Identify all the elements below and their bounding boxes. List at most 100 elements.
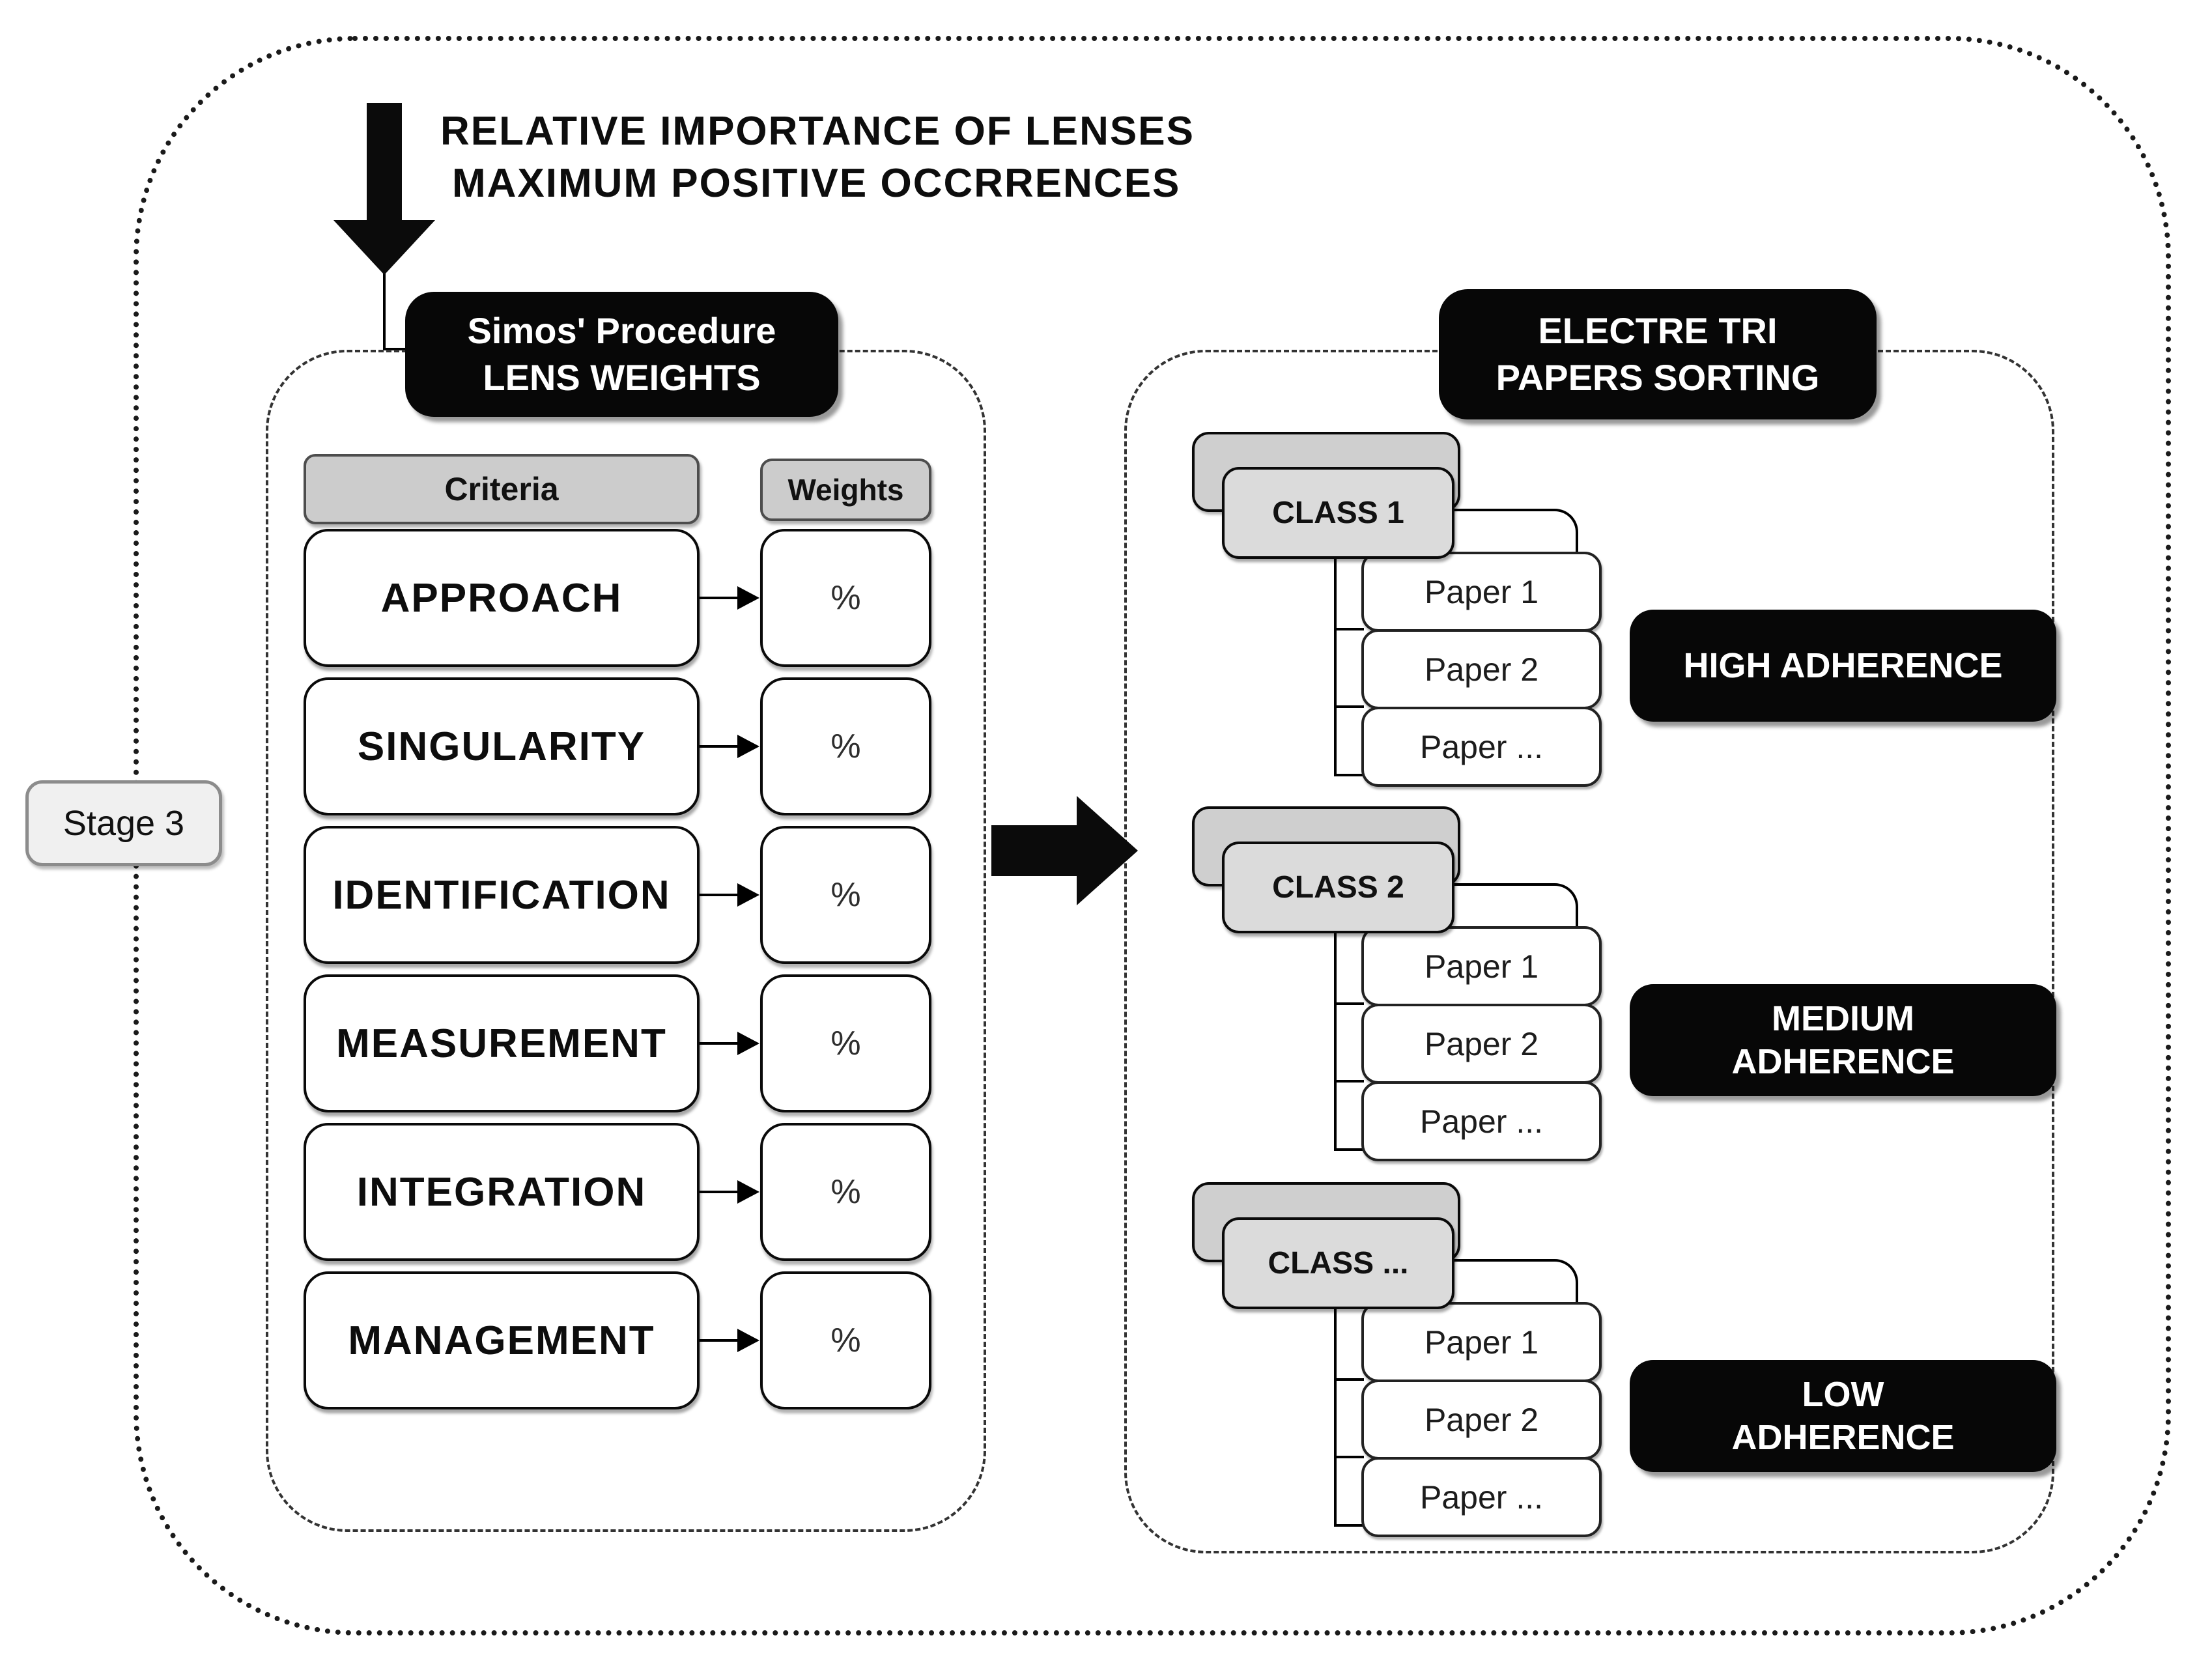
down-arrow-icon — [367, 103, 402, 221]
weight-arrow-head-icon — [737, 1329, 759, 1352]
criterion-box: MEASUREMENT — [304, 974, 700, 1112]
down-arrow-head-icon — [333, 220, 435, 275]
adherence-badge: HIGH ADHERENCE — [1630, 610, 2056, 722]
class-label: CLASS ... — [1268, 1246, 1409, 1281]
weight-arrow-head-icon — [737, 883, 759, 907]
class-group: CLASS 1 Paper 1 Paper 2 Paper ... HIGH A… — [1192, 432, 2071, 806]
paper-label: Paper 2 — [1424, 1401, 1539, 1438]
paper-label: Paper 2 — [1424, 1025, 1539, 1062]
class-card: CLASS 1 — [1222, 467, 1454, 559]
weight-value: % — [830, 876, 861, 914]
papers-connector-line — [1334, 933, 1337, 1151]
weight-arrow-icon — [700, 1191, 741, 1193]
paper-connector-tick — [1334, 1002, 1364, 1005]
criterion-label: SINGULARITY — [357, 724, 646, 769]
paper-connector-tick — [1334, 1456, 1364, 1458]
weight-arrow-icon — [700, 597, 741, 599]
criterion-label: INTEGRATION — [356, 1169, 647, 1215]
adherence-badge: MEDIUM ADHERENCE — [1630, 984, 2056, 1096]
weight-box: % — [760, 1271, 931, 1409]
paper-connector-tick — [1334, 1524, 1364, 1527]
adherence-badge: LOW ADHERENCE — [1630, 1360, 2056, 1472]
criterion-box: IDENTIFICATION — [304, 826, 700, 964]
criterion-label: MANAGEMENT — [348, 1318, 655, 1363]
paper-connector-tick — [1334, 1378, 1364, 1381]
weight-value: % — [830, 728, 861, 765]
paper-box: Paper 2 — [1361, 1004, 1602, 1084]
paper-connector-tick — [1334, 774, 1364, 776]
paper-box: Paper ... — [1361, 1457, 1602, 1537]
paper-label: Paper 1 — [1424, 573, 1539, 610]
criterion-label: APPROACH — [380, 575, 623, 621]
adherence-line-1: HIGH ADHERENCE — [1683, 646, 2003, 685]
criterion-row: SINGULARITY % — [304, 677, 931, 815]
weights-header-label: Weights — [787, 473, 904, 507]
weight-value: % — [830, 1173, 861, 1211]
criterion-box: MANAGEMENT — [304, 1271, 700, 1409]
paper-box: Paper 2 — [1361, 1380, 1602, 1460]
class-label: CLASS 2 — [1272, 870, 1404, 905]
class-to-papers-connector — [1451, 1259, 1578, 1306]
criterion-label: MEASUREMENT — [336, 1021, 667, 1066]
weight-arrow-icon — [700, 894, 741, 896]
paper-connector-tick — [1334, 628, 1364, 630]
weight-box: % — [760, 826, 931, 964]
adherence-line-2: ADHERENCE — [1731, 1418, 1955, 1457]
electre-header-line-2: PAPERS SORTING — [1496, 357, 1820, 398]
top-annotation-line-1: RELATIVE IMPORTANCE OF LENSES — [440, 109, 1195, 154]
electre-header-line-1: ELECTRE TRI — [1538, 310, 1778, 351]
paper-label: Paper 2 — [1424, 651, 1539, 688]
electre-tri-header: ELECTRE TRI PAPERS SORTING — [1439, 289, 1877, 419]
criterion-row: MANAGEMENT % — [304, 1271, 931, 1409]
papers-connector-line — [1334, 559, 1337, 776]
weight-arrow-icon — [700, 1042, 741, 1045]
paper-label: Paper ... — [1420, 1479, 1543, 1516]
paper-box: Paper 1 — [1361, 926, 1602, 1006]
criterion-row: MEASUREMENT % — [304, 974, 931, 1112]
paper-label: Paper ... — [1420, 728, 1543, 765]
weight-box: % — [760, 974, 931, 1112]
weights-column-header: Weights — [760, 459, 931, 521]
weight-arrow-head-icon — [737, 1180, 759, 1204]
weight-value: % — [830, 1025, 861, 1062]
weight-arrow-head-icon — [737, 586, 759, 610]
weight-arrow-head-icon — [737, 735, 759, 758]
criterion-box: SINGULARITY — [304, 677, 700, 815]
paper-connector-tick — [1334, 1148, 1364, 1151]
paper-box: Paper 1 — [1361, 552, 1602, 632]
paper-label: Paper 1 — [1424, 948, 1539, 985]
criterion-label: IDENTIFICATION — [332, 872, 671, 918]
arrow-to-header-connector — [383, 270, 408, 350]
paper-box: Paper ... — [1361, 1081, 1602, 1161]
class-card: CLASS ... — [1222, 1217, 1454, 1309]
paper-box: Paper ... — [1361, 707, 1602, 787]
criterion-row: INTEGRATION % — [304, 1123, 931, 1261]
adherence-line-1: MEDIUM — [1772, 999, 1914, 1038]
paper-box: Paper 2 — [1361, 629, 1602, 709]
stage-label: Stage 3 — [63, 804, 185, 843]
weight-value: % — [830, 579, 861, 617]
class-group: CLASS ... Paper 1 Paper 2 Paper ... LOW … — [1192, 1182, 2071, 1557]
paper-label: Paper 1 — [1424, 1323, 1539, 1361]
criterion-row: APPROACH % — [304, 529, 931, 667]
simos-procedure-header: Simos' Procedure LENS WEIGHTS — [405, 292, 838, 417]
paper-box: Paper 1 — [1361, 1302, 1602, 1382]
stage-badge: Stage 3 — [25, 780, 222, 866]
simos-header-line-2: LENS WEIGHTS — [483, 357, 761, 398]
flow-arrow-icon — [991, 825, 1078, 876]
class-to-papers-connector — [1451, 509, 1578, 556]
class-to-papers-connector — [1451, 883, 1578, 930]
weight-box: % — [760, 677, 931, 815]
flow-arrow-head-icon — [1077, 796, 1138, 905]
criterion-row: IDENTIFICATION % — [304, 826, 931, 964]
class-card: CLASS 2 — [1222, 842, 1454, 933]
criteria-header-label: Criteria — [444, 471, 559, 507]
class-group: CLASS 2 Paper 1 Paper 2 Paper ... MEDIUM… — [1192, 806, 2071, 1181]
weight-arrow-head-icon — [737, 1032, 759, 1055]
papers-connector-line — [1334, 1309, 1337, 1527]
paper-connector-tick — [1334, 1080, 1364, 1083]
top-annotation-line-2: MAXIMUM POSITIVE OCCRRENCES — [452, 161, 1181, 206]
paper-label: Paper ... — [1420, 1103, 1543, 1140]
criteria-column-header: Criteria — [304, 454, 700, 524]
